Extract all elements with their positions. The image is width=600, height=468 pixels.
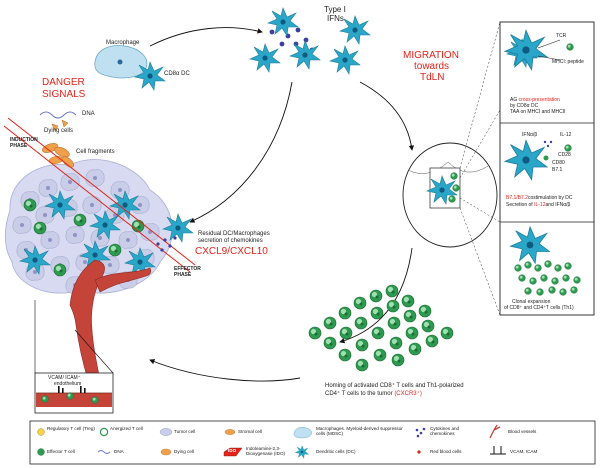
zoom-lines <box>459 21 501 316</box>
legend-box <box>29 420 596 465</box>
legend-vessels: Blood vessels <box>508 429 537 434</box>
arrow-to-tdln <box>359 81 415 151</box>
effector-label-b: PHASE <box>174 272 192 278</box>
induction-label-b: PHASE <box>10 143 28 149</box>
right-panels <box>499 21 595 316</box>
homing-label-a: Homing of activated CD8⁺ T cells and Th1… <box>325 383 464 389</box>
vcam-label-a: VCAM/ ICAM⁺ <box>48 375 81 381</box>
migration-label-c: TdLN <box>420 72 445 83</box>
cd8-dc-icon <box>134 61 166 91</box>
induction-label-a: INDUCTION <box>10 137 38 143</box>
danger-label-b: SIGNALS <box>42 89 86 100</box>
tcr-label: TCR <box>556 33 567 39</box>
ifn-panel-label: IFNα/β <box>522 132 538 138</box>
legend-stromal: Stromal cell <box>238 429 262 434</box>
chemokine-dots-icon <box>156 236 177 252</box>
homing-label-b: CD4⁺ T cells to the tumor (CXCR3⁺) <box>325 391 422 397</box>
homing-label-cxcr3: (CXCR3⁺) <box>394 391 422 397</box>
arrow-to-dc <box>149 27 263 47</box>
type1-ifns-label-a: Type I <box>324 5 346 14</box>
residual-label-b: secretion of chemokines <box>198 238 263 244</box>
legend-anergized: Anergized T cell <box>110 426 143 431</box>
type1-ifns-label-b: IFNs <box>327 14 344 23</box>
legend-ido-badge: IDO <box>228 448 237 453</box>
macrophage-label: Macrophage <box>106 40 140 46</box>
ag-label-b: by CD8α DC <box>510 103 539 109</box>
vcam-label-b: endothelium <box>54 381 82 387</box>
cd80-label: CD80 <box>552 160 565 166</box>
ag-label-text: AG <box>510 97 519 103</box>
legend-mdsc: Macrophages. Myeloid-derived suppressor … <box>316 426 403 436</box>
cd28-label: CD28 <box>558 152 571 158</box>
legend-cytokines: Cytokines and chemokines <box>430 426 460 436</box>
legend-dna: DNA <box>114 449 124 454</box>
il12-label: IL-12 <box>560 132 572 138</box>
ag-label-red: cross-presentation <box>518 97 560 103</box>
arrow-homing <box>149 359 301 382</box>
macrophage-icon <box>94 45 148 79</box>
migration-label-a: MIGRATION <box>403 50 459 61</box>
homing-label-b-text: CD4⁺ T cells to the tumor <box>325 391 395 397</box>
blood-vessel-icon <box>69 259 105 381</box>
legend-vcam: VCAM, ICAM <box>510 449 538 454</box>
residual-label-a: Residual DC/Macrophages <box>198 231 270 237</box>
ag-label-c: TAA on MHCI and MHCII <box>510 109 566 115</box>
legend-effector: Effector T cell <box>47 449 75 454</box>
cell-fragments-icon <box>42 119 75 168</box>
cxcl-label: CXCL9/CXCL10 <box>195 246 268 257</box>
dna-icon <box>39 111 77 119</box>
b7-rest: costimulation by DC <box>527 195 573 201</box>
sec-a: Secretion of <box>506 202 535 208</box>
b71-label: B7.1 <box>552 167 563 173</box>
dying-cells-label: Dying cells <box>44 128 74 134</box>
b7-red: B7.1/B7.2 <box>506 195 528 201</box>
legend-ido: Indoleamine-2,3-Dioxygenase (IDO) <box>246 446 286 456</box>
secretion-label: Secretion of IL-12and IFNα/β <box>506 202 571 208</box>
sec-b: and IFNα/β <box>545 202 571 208</box>
legend-rbc: Red blood cells <box>430 449 462 454</box>
legend-dc: Dendritic cells (DC) <box>316 449 356 454</box>
danger-label-a: DANGER <box>42 77 85 88</box>
cell-fragments-label: Cell fragments <box>76 149 115 155</box>
arrow-to-tumor <box>189 81 293 223</box>
legend-treg: Regulatory T cell (Treg) <box>47 426 95 431</box>
dna-label: DNA <box>82 111 95 117</box>
mhc-label: MHCI: peptide <box>552 59 584 65</box>
ag-label: AG cross-presentation <box>510 97 560 103</box>
activated-t-cells-cluster <box>308 284 454 372</box>
migrating-dc-cluster <box>249 7 371 75</box>
legend-dying: Dying cell <box>174 449 194 454</box>
migration-label-b: towards <box>414 61 450 72</box>
clonal-label-b: of CD8⁺ and CD4⁺T cells (Th1) <box>504 305 574 311</box>
phase-line-2 <box>3 125 191 273</box>
legend-icons <box>37 424 506 459</box>
effector-label-a: EFFECTOR <box>174 266 201 272</box>
legend-tumor: Tumor cell <box>174 429 196 434</box>
sec-red: IL-12 <box>534 202 546 208</box>
clonal-label-a: Clonal expansion <box>512 299 551 305</box>
cd8-dc-label: CD8α DC <box>164 71 190 77</box>
b7-costim-label: B7.1/B7.2costimulation by DC <box>506 195 573 201</box>
